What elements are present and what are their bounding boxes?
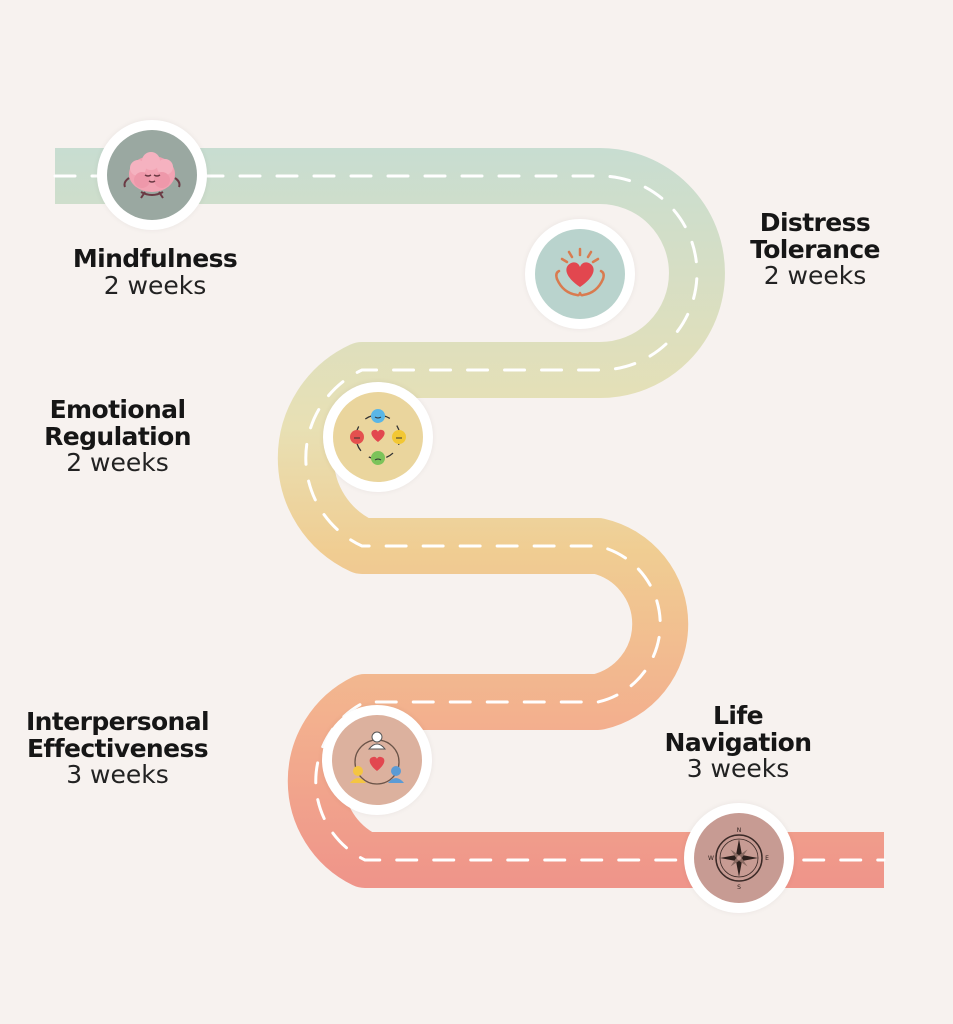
- people-connection-icon: [350, 731, 404, 785]
- stage-life-navigation-title-line-2: Navigation: [664, 727, 813, 757]
- stage-distress-tolerance-medallion: [525, 219, 635, 329]
- compass-icon: N E S W: [708, 827, 769, 891]
- stage-life-navigation-label: Life Navigation 3 weeks: [648, 701, 828, 783]
- stage-life-navigation-disc: N E S W: [694, 813, 784, 903]
- stage-life-navigation-medallion: N E S W: [684, 803, 794, 913]
- stage-emotional-regulation-disc: [333, 392, 423, 482]
- stage-emotional-regulation-label: Emotional Regulation 2 weeks: [25, 395, 210, 477]
- stage-life-navigation-title-line-1: Life: [713, 701, 764, 730]
- stage-distress-tolerance-label: Distress Tolerance 2 weeks: [720, 208, 910, 290]
- stage-distress-tolerance-disc: [535, 229, 625, 319]
- stage-mindfulness-disc: [107, 130, 197, 220]
- emotion-cycle-icon: [350, 409, 406, 465]
- stage-emotional-regulation-title-line-2: Regulation: [44, 421, 191, 451]
- stage-interpersonal-effectiveness-title-line-2: Effectiveness: [26, 733, 209, 763]
- stage-interpersonal-effectiveness-label: Interpersonal Effectiveness 3 weeks: [20, 707, 215, 789]
- stage-interpersonal-effectiveness-duration: 3 weeks: [66, 760, 169, 789]
- stage-emotional-regulation-medallion: [323, 382, 433, 492]
- stage-emotional-regulation-duration: 2 weeks: [66, 448, 169, 477]
- stage-interpersonal-effectiveness-medallion: [322, 705, 432, 815]
- compass-letter-w: W: [708, 855, 714, 862]
- stage-emotional-regulation-title-line-1: Emotional: [49, 395, 186, 424]
- stage-mindfulness-label: Mindfulness 2 weeks: [60, 244, 250, 300]
- compass-letter-e: E: [765, 855, 769, 862]
- stage-distress-tolerance-title-line-2: Tolerance: [750, 234, 880, 264]
- stage-mindfulness-title: Mindfulness: [72, 244, 238, 273]
- stage-life-navigation-duration: 3 weeks: [686, 754, 790, 783]
- stage-interpersonal-effectiveness-title-line-1: Interpersonal: [25, 707, 210, 736]
- stage-mindfulness-medallion: [97, 120, 207, 230]
- heart-in-hands-icon: [555, 247, 605, 297]
- stage-distress-tolerance-title-line-1: Distress: [759, 208, 871, 237]
- stage-mindfulness-duration: 2 weeks: [103, 270, 207, 300]
- compass-letter-s: S: [737, 884, 741, 891]
- compass-letter-n: N: [737, 827, 742, 834]
- meditating-brain-icon: [123, 152, 181, 199]
- stage-interpersonal-effectiveness-disc: [332, 715, 422, 805]
- stage-distress-tolerance-duration: 2 weeks: [763, 261, 867, 290]
